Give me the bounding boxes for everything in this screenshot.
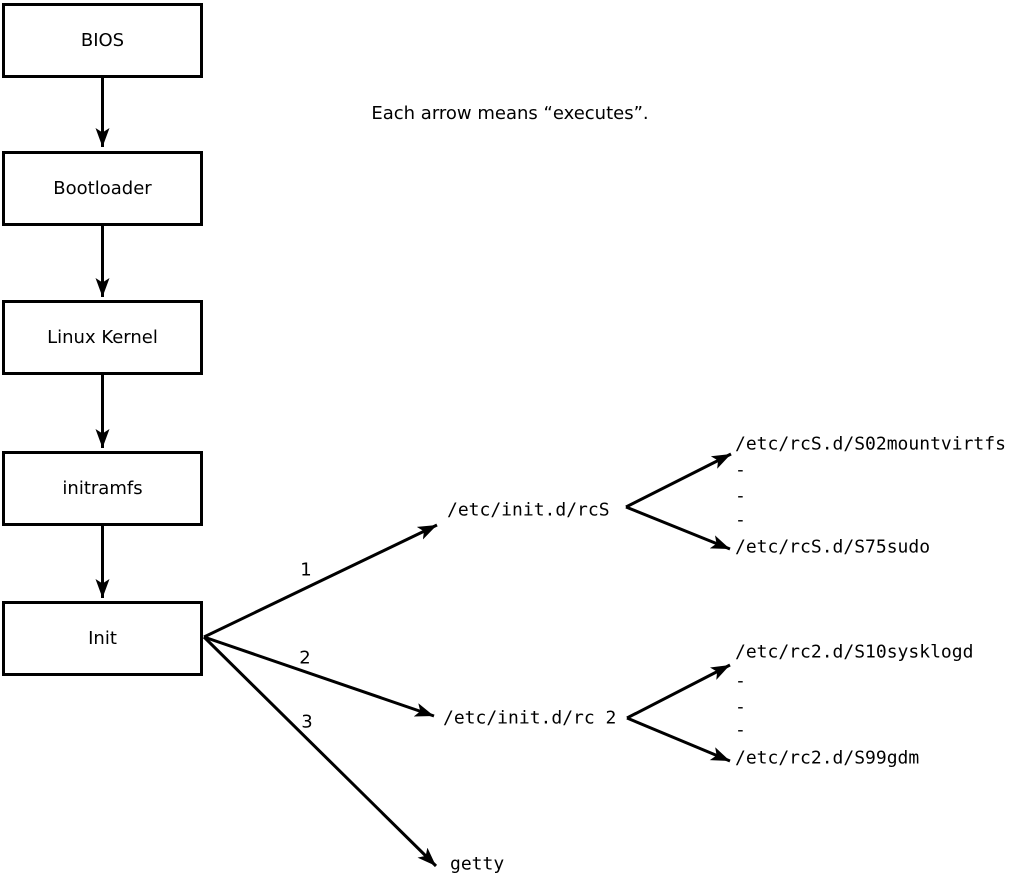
rc2-ellipsis-dash: - (735, 719, 746, 741)
arrow-label-3: 3 (301, 711, 313, 733)
node-linux-kernel-label: Linux Kernel (47, 327, 158, 348)
node-bios-label: BIOS (80, 30, 125, 51)
node-getty: getty (450, 853, 505, 875)
node-bootloader: Bootloader (2, 151, 203, 226)
rc2-ellipsis-dash: - (735, 670, 746, 692)
arrow-label-2: 2 (299, 647, 311, 669)
node-rc2-first-script: /etc/rc2.d/S10sysklogd (735, 641, 974, 663)
arrow-rcs-to-last-script (625, 505, 731, 551)
arrow-init-to-rc2 (203, 635, 435, 718)
rcs-ellipsis-dash: - (735, 509, 746, 531)
rc2-ellipsis-dash: - (735, 696, 746, 718)
node-bios: BIOS (2, 3, 203, 78)
arrow-init-to-getty (202, 635, 438, 868)
arrow-label-1: 1 (300, 559, 312, 581)
node-rc2-last-script: /etc/rc2.d/S99gdm (735, 747, 920, 769)
arrow-rc2-to-first-script (626, 663, 731, 720)
node-rcs-first-script: /etc/rcS.d/S02mountvirtfs (735, 433, 1006, 455)
node-rcs-script: /etc/init.d/rcS (447, 499, 610, 521)
rcs-ellipsis-dash: - (735, 485, 746, 507)
arrow-init-to-rcs (203, 523, 438, 639)
node-initramfs: initramfs (2, 451, 203, 526)
node-rc2-script: /etc/init.d/rc 2 (443, 707, 617, 729)
node-linux-kernel: Linux Kernel (2, 300, 203, 375)
arrow-rc2-to-last-script (626, 716, 731, 763)
arrow-rcs-to-first-script (625, 452, 732, 509)
rcs-ellipsis-dash: - (735, 459, 746, 481)
node-initramfs-label: initramfs (62, 478, 143, 499)
node-init: Init (2, 601, 203, 676)
node-bootloader-label: Bootloader (53, 178, 152, 199)
node-rcs-last-script: /etc/rcS.d/S75sudo (735, 536, 931, 558)
caption: Each arrow means “executes”. (371, 103, 649, 124)
node-init-label: Init (88, 628, 117, 649)
